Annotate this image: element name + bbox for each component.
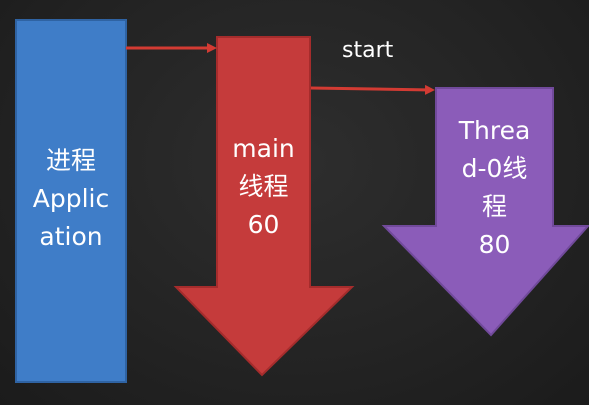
worker-thread-label-line: 80 <box>478 230 511 259</box>
process-bar <box>15 19 127 383</box>
main-thread-arrow <box>173 36 355 377</box>
main-thread-label: main 线程 60 <box>217 130 310 244</box>
process-label: 进程 Applic ation <box>16 142 126 256</box>
process-label-line: Applic <box>32 184 110 213</box>
start-connector <box>310 84 435 95</box>
worker-thread-label-line: d-0线 <box>461 154 528 183</box>
main-thread-label-line: 60 <box>247 210 280 239</box>
worker-thread-label-line: Threa <box>458 116 531 145</box>
worker-thread-arrow <box>381 87 589 337</box>
start-label: start <box>342 38 394 63</box>
main-thread-label-line: 线程 <box>238 172 289 201</box>
process-label-line: ation <box>39 222 103 251</box>
main-thread-label-line: main <box>232 134 295 163</box>
process-label-line: 进程 <box>45 146 96 175</box>
worker-thread-label-line: 程 <box>481 192 507 221</box>
worker-thread-label: Threa d-0线 程 80 <box>436 112 553 264</box>
